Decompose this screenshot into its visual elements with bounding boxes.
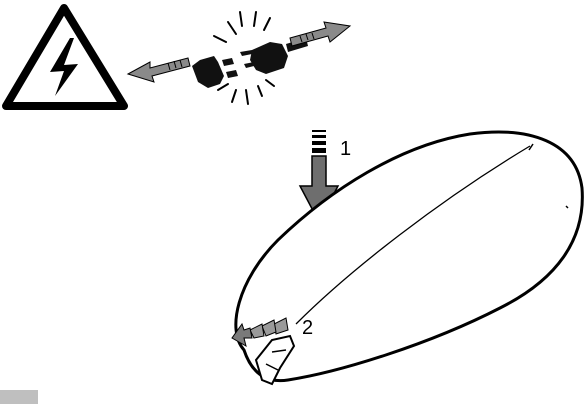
pull-right-arrow-icon <box>289 21 352 47</box>
spark-rays-icon <box>213 11 275 105</box>
step-2-label: 2 <box>302 317 313 339</box>
latch-clip[interactable] <box>254 334 296 386</box>
unplug-power-icon <box>126 11 352 105</box>
turn-counterclockwise-arrow-icon <box>231 317 289 348</box>
pull-left-arrow-icon <box>126 57 191 83</box>
plug-icon <box>192 56 238 88</box>
electrical-hazard-warning-icon <box>2 4 128 110</box>
device-housing <box>234 130 584 383</box>
corner-marker <box>0 390 38 404</box>
step-1-label: 1 <box>340 138 351 160</box>
